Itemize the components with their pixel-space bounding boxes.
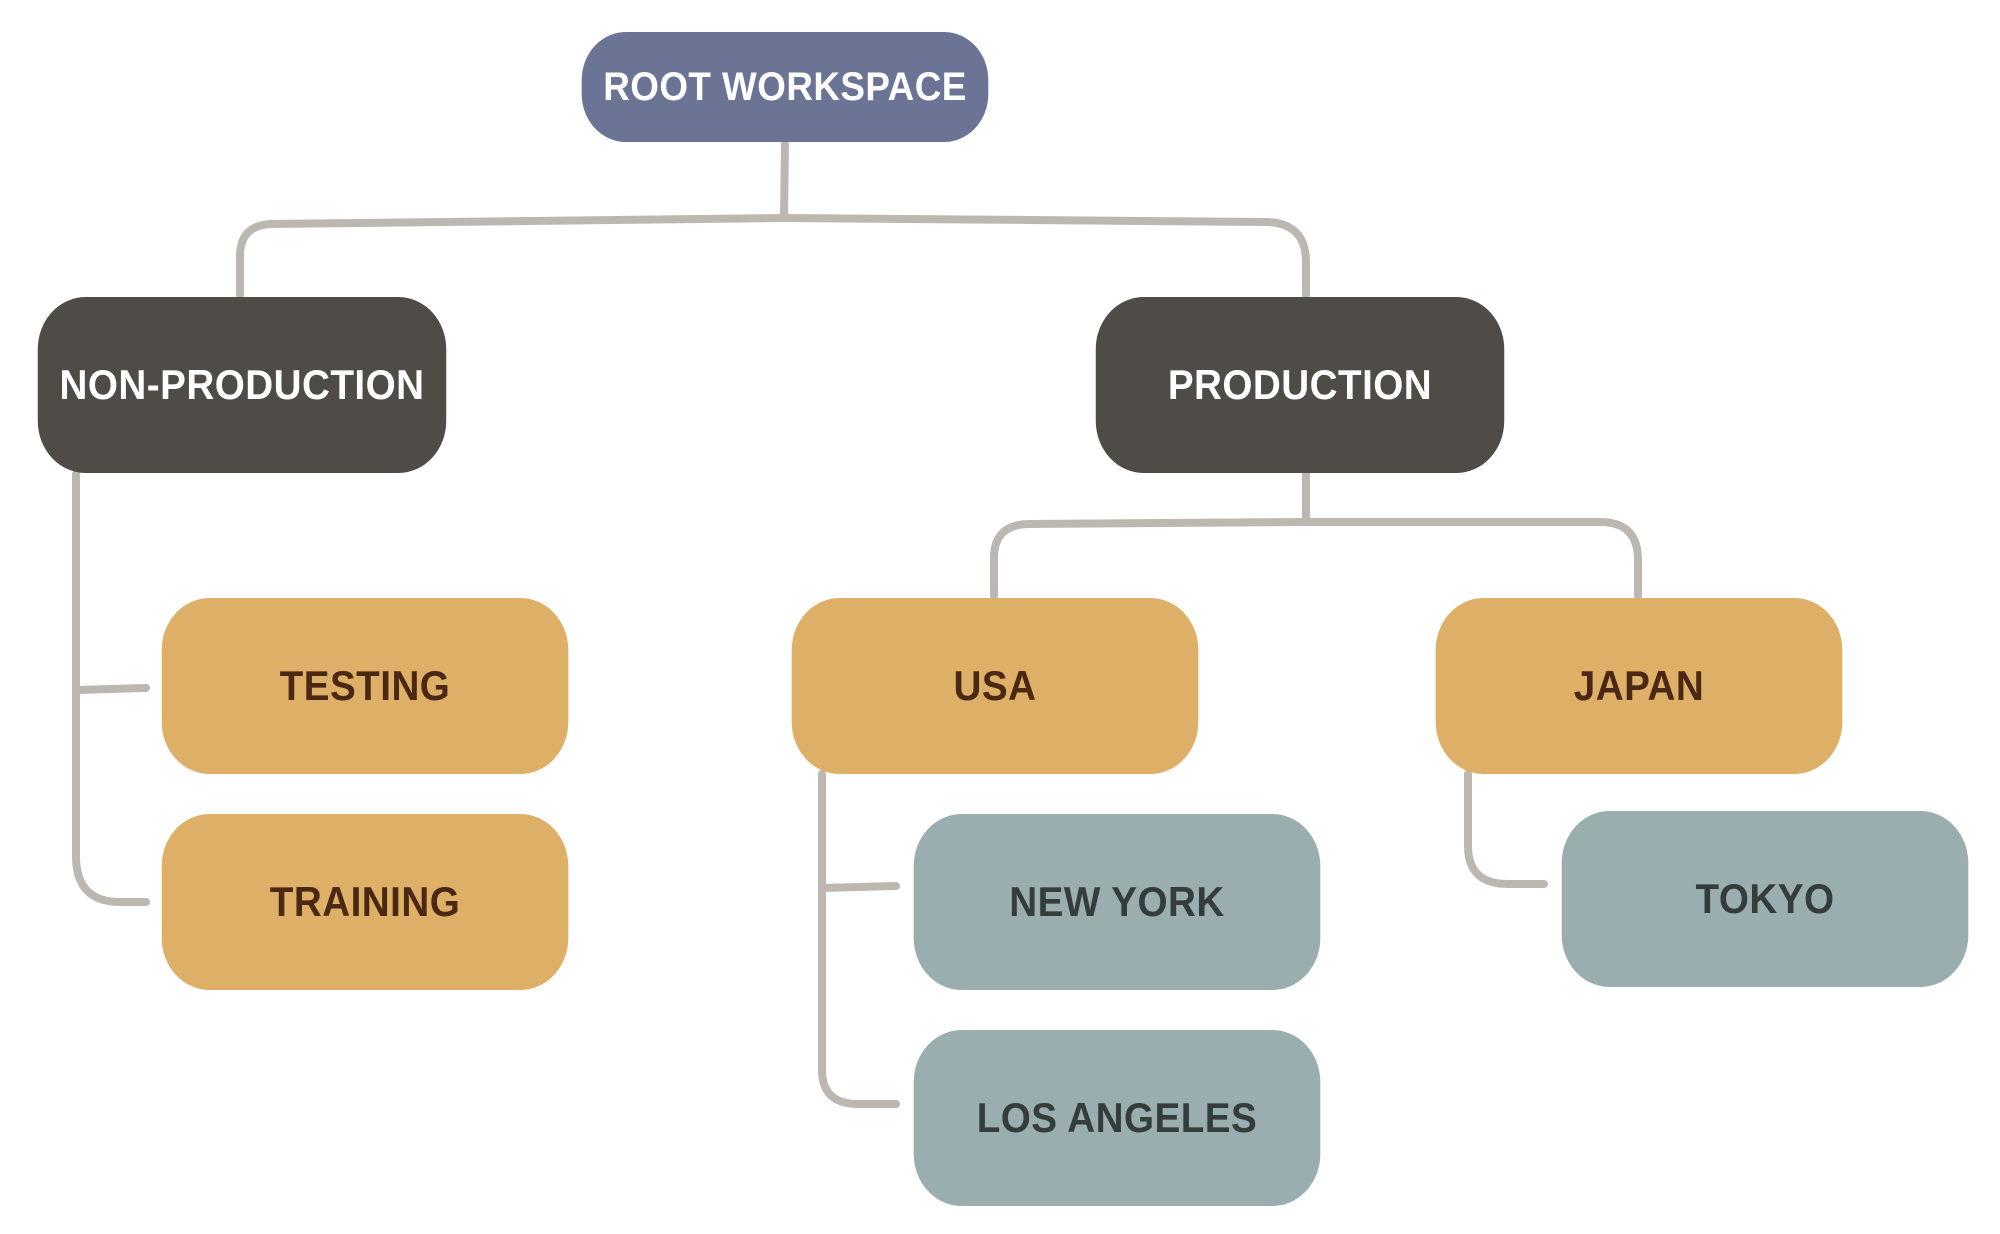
node-production[interactable]: PRODUCTION [1095, 297, 1505, 473]
node-label: JAPAN [1573, 662, 1705, 709]
connector-usa-to-new-york [818, 882, 900, 892]
node-los-angeles[interactable]: LOS ANGELES [913, 1030, 1321, 1206]
node-usa[interactable]: USA [791, 598, 1199, 774]
connector-non-production-stem [72, 470, 150, 906]
connector-production-to-japan [1302, 518, 1642, 600]
node-root-workspace[interactable]: ROOT WORKSPACE [581, 32, 989, 142]
node-japan[interactable]: JAPAN [1435, 598, 1843, 774]
node-new-york[interactable]: NEW YORK [913, 814, 1321, 990]
node-label: PRODUCTION [1167, 361, 1433, 408]
node-tokyo[interactable]: TOKYO [1561, 811, 1969, 987]
node-label: NEW YORK [1009, 878, 1225, 925]
node-label: LOS ANGELES [976, 1094, 1258, 1141]
connector-production-to-usa [990, 518, 1310, 600]
connector-usa-stem [818, 770, 900, 1108]
connector-root-stem [780, 140, 789, 222]
connector-root-to-production [780, 214, 1310, 299]
node-training[interactable]: TRAINING [161, 814, 569, 990]
node-label: ROOT WORKSPACE [603, 64, 967, 109]
node-label: NON-PRODUCTION [59, 361, 425, 408]
connector-non-production-to-testing [72, 684, 150, 694]
node-label: TESTING [279, 662, 451, 709]
node-testing[interactable]: TESTING [161, 598, 569, 774]
connector-japan-to-tokyo [1464, 770, 1548, 888]
node-label: TOKYO [1695, 875, 1835, 922]
node-label: TRAINING [269, 878, 461, 925]
node-label: USA [953, 662, 1037, 709]
connector-root-to-non-production [236, 214, 788, 299]
node-non-production[interactable]: NON-PRODUCTION [37, 297, 447, 473]
